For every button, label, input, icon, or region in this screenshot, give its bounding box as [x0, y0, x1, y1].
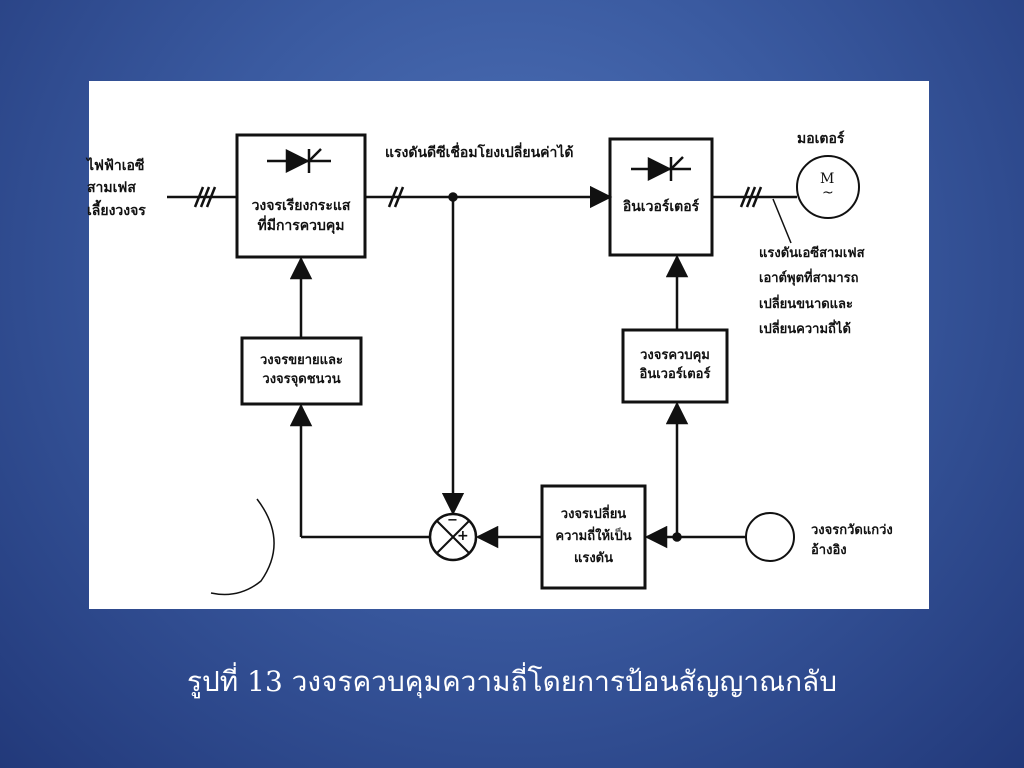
input-hash-3: [205, 186, 217, 208]
input-label-line-2: สามเฟส: [87, 180, 136, 197]
diagram-panel: ไฟฟ้าเอซี สามเฟส เลี้ยงวงจร วงจรเรียงกระ…: [87, 81, 929, 609]
reference-label-line-2: อ้างอิง: [811, 543, 847, 559]
output-label-line-4: เปลี่ยนความถี่ได้: [759, 322, 851, 338]
summing-plus: +: [457, 528, 469, 544]
output-label-line-2: เอาต์พุตที่สามารถ: [759, 271, 859, 287]
oscillator-circle: [745, 512, 795, 562]
converter-label-line-1: วงจรเปลี่ยน: [560, 506, 627, 522]
output-label-line-1: แรงดันเอซีสามเฟส: [759, 246, 865, 261]
motor-symbol: M: [820, 171, 835, 187]
amplifier-label: วงจรขยายและ วงจรจุดชนวน: [244, 340, 359, 402]
motor-circle: [796, 155, 860, 219]
reference-label-line-1: วงจรกวัดแกว่ง: [811, 523, 893, 538]
output-pointer: [772, 198, 792, 244]
rectifier-label-line-2: ที่มีการควบคุม: [257, 218, 345, 234]
dc-hash-2: [393, 186, 405, 208]
inverter-control-label-line-2: อินเวอร์เตอร์: [639, 367, 711, 382]
summing-minus: −: [447, 513, 458, 528]
input-hash-2: [199, 186, 211, 208]
figure-caption: รูปที่ 13 วงจรควบคุมความถี่โดยการป้อนสัญ…: [186, 665, 837, 698]
output-label-line-3: เปลี่ยนขนาดและ: [759, 296, 854, 312]
input-label-line-1: ไฟฟ้าเอซี: [87, 158, 145, 174]
rectifier-label: วงจรเรียงกระแส ที่มีการควบคุม: [239, 181, 363, 251]
inverter-control-label: วงจรควบคุม อินเวอร์เตอร์: [625, 332, 725, 400]
summing-x-2: [436, 520, 470, 554]
output-hash-2: [745, 186, 757, 208]
inverter-control-label-line-1: วงจรควบคุม: [640, 348, 710, 364]
converter-label-line-2: ความถี่ให้เป็น: [555, 528, 632, 544]
reference-label: วงจรกวัดแกว่ง อ้างอิง: [811, 521, 893, 561]
amplifier-label-line-2: วงจรจุดชนวน: [262, 372, 341, 387]
output-hash-3: [751, 186, 763, 208]
input-hash-1: [193, 186, 205, 208]
inverter-label: อินเวอร์เตอร์: [622, 198, 700, 215]
amplifier-label-line-1: วงจรขยายและ: [260, 353, 343, 369]
block-diagram: [167, 133, 860, 596]
rectifier-label-line-1: วงจรเรียงกระแส: [251, 197, 351, 214]
output-hash-1: [739, 186, 751, 208]
dc-tap-dot: [448, 192, 458, 202]
motor-title: มอเตอร์: [797, 131, 845, 147]
output-label: แรงดันเอซีสามเฟส เอาต์พุตที่สามารถ เปลี่…: [759, 241, 865, 342]
rectifier-thyristor-icon: [267, 148, 331, 174]
motor-wave: ~: [822, 185, 834, 201]
dc-hash-1: [387, 186, 399, 208]
converter-label-line-3: แรงดัน: [573, 551, 614, 567]
converter-label: วงจรเปลี่ยน ความถี่ให้เป็น แรงดัน: [544, 488, 643, 586]
input-label-line-3: เลี้ยงวงจร: [87, 202, 146, 219]
dc-link-label: แรงดันดีซีเชื่อมโยงเปลี่ยนค่าได้: [385, 145, 574, 161]
input-label: ไฟฟ้าเอซี สามเฟส เลี้ยงวงจร: [87, 155, 146, 222]
stray-arc: [210, 498, 275, 596]
inverter-thyristor-icon: [631, 156, 691, 182]
